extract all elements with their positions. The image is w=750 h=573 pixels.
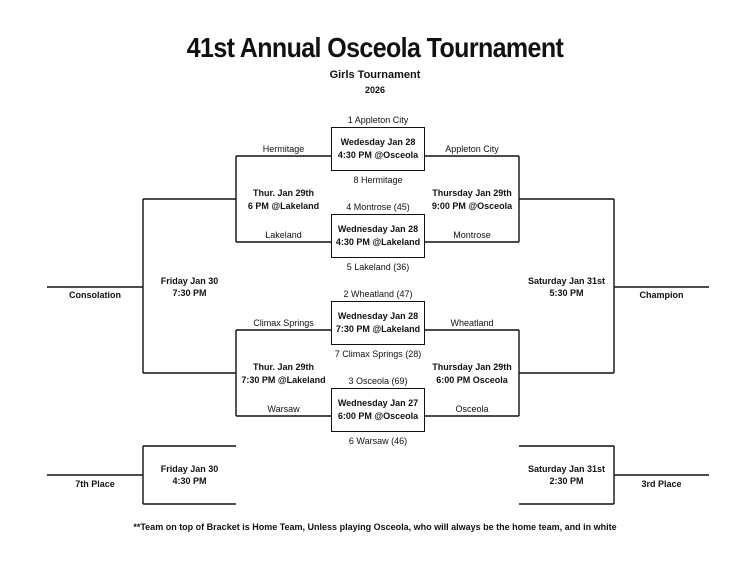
right-semi-top-time: 9:00 PM @Osceola: [431, 201, 513, 211]
third-place-time: 2:30 PM: [549, 476, 584, 486]
right-semi-top-date: Thursday Jan 29th: [432, 188, 512, 198]
game-3-date: Wednesday Jan 28: [337, 311, 419, 321]
left-team-hermitage: Hermitage: [262, 144, 305, 154]
consolation-label: Consolation: [69, 290, 121, 300]
right-team-osceola: Osceola: [455, 404, 489, 414]
seventh-place-date: Friday Jan 30: [160, 464, 219, 474]
right-team-montrose: Montrose: [453, 230, 491, 240]
right-semi-bottom-time: 6:00 PM Osceola: [436, 375, 508, 385]
champion-label: Champion: [639, 290, 684, 300]
left-team-lakeland: Lakeland: [265, 230, 302, 240]
seed-climax-springs: 7 Climax Springs (28): [334, 349, 422, 359]
seed-osceola: 3 Osceola (69): [348, 376, 408, 386]
right-semi-bottom-schedule: Thursday Jan 29th 6:00 PM Osceola: [425, 361, 519, 387]
third-place-date: Saturday Jan 31st: [527, 464, 606, 474]
third-place-schedule: Saturday Jan 31st 2:30 PM: [519, 463, 614, 487]
game-1-date: Wedesday Jan 28: [340, 137, 416, 147]
seventh-place-label: 7th Place: [75, 479, 115, 489]
consolation-final-date: Friday Jan 30: [160, 276, 219, 286]
third-place-label: 3rd Place: [641, 479, 682, 489]
championship-final-schedule: Saturday Jan 31st 5:30 PM: [519, 275, 614, 299]
seed-lakeland: 5 Lakeland (36): [346, 262, 410, 272]
game-box-4: Wednesday Jan 27 6:00 PM @Osceola: [331, 388, 425, 432]
left-team-warsaw: Warsaw: [267, 404, 300, 414]
game-4-time: 6:00 PM @Osceola: [337, 411, 419, 421]
seed-montrose: 4 Montrose (45): [346, 202, 410, 212]
page-subtitle: Girls Tournament: [329, 69, 421, 81]
left-semi-top-date: Thur. Jan 29th: [252, 188, 314, 198]
seventh-place-schedule: Friday Jan 30 4:30 PM: [143, 463, 236, 487]
consolation-final-time: 7:30 PM: [172, 288, 207, 298]
championship-final-time: 5:30 PM: [549, 288, 584, 298]
game-1-time: 4:30 PM @Osceola: [337, 150, 419, 160]
page-year: 2026: [364, 85, 386, 95]
seed-wheatland: 2 Wheatland (47): [343, 289, 413, 299]
consolation-final-schedule: Friday Jan 30 7:30 PM: [143, 275, 236, 299]
seventh-place-time: 4:30 PM: [172, 476, 207, 486]
left-team-climax-springs: Climax Springs: [253, 318, 314, 328]
left-semi-top-time: 6 PM @Lakeland: [247, 201, 320, 211]
page-title: 41st Annual Osceola Tournament: [186, 32, 564, 64]
right-semi-bottom-date: Thursday Jan 29th: [432, 362, 512, 372]
seed-hermitage: 8 Hermitage: [353, 175, 403, 185]
game-2-date: Wednesday Jan 28: [337, 224, 419, 234]
game-box-3: Wednesday Jan 28 7:30 PM @Lakeland: [331, 301, 425, 345]
game-box-2: Wednesday Jan 28 4:30 PM @Lakeland: [331, 214, 425, 258]
right-semi-top-schedule: Thursday Jan 29th 9:00 PM @Osceola: [425, 187, 519, 213]
left-semi-bottom-date: Thur. Jan 29th: [252, 362, 314, 372]
game-3-time: 7:30 PM @Lakeland: [335, 324, 421, 334]
footer-note: **Team on top of Bracket is Home Team, U…: [133, 522, 617, 532]
game-4-date: Wednesday Jan 27: [337, 398, 419, 408]
championship-final-date: Saturday Jan 31st: [527, 276, 606, 286]
left-semi-bottom-time: 7:30 PM @Lakeland: [241, 375, 326, 385]
right-team-wheatland: Wheatland: [450, 318, 494, 328]
right-team-appleton-city: Appleton City: [445, 144, 499, 154]
game-2-time: 4:30 PM @Lakeland: [335, 237, 421, 247]
game-box-1: Wedesday Jan 28 4:30 PM @Osceola: [331, 127, 425, 171]
seed-appleton-city: 1 Appleton City: [347, 115, 409, 125]
left-semi-bottom-schedule: Thur. Jan 29th 7:30 PM @Lakeland: [236, 361, 331, 387]
seed-warsaw: 6 Warsaw (46): [348, 436, 408, 446]
left-semi-top-schedule: Thur. Jan 29th 6 PM @Lakeland: [236, 187, 331, 213]
